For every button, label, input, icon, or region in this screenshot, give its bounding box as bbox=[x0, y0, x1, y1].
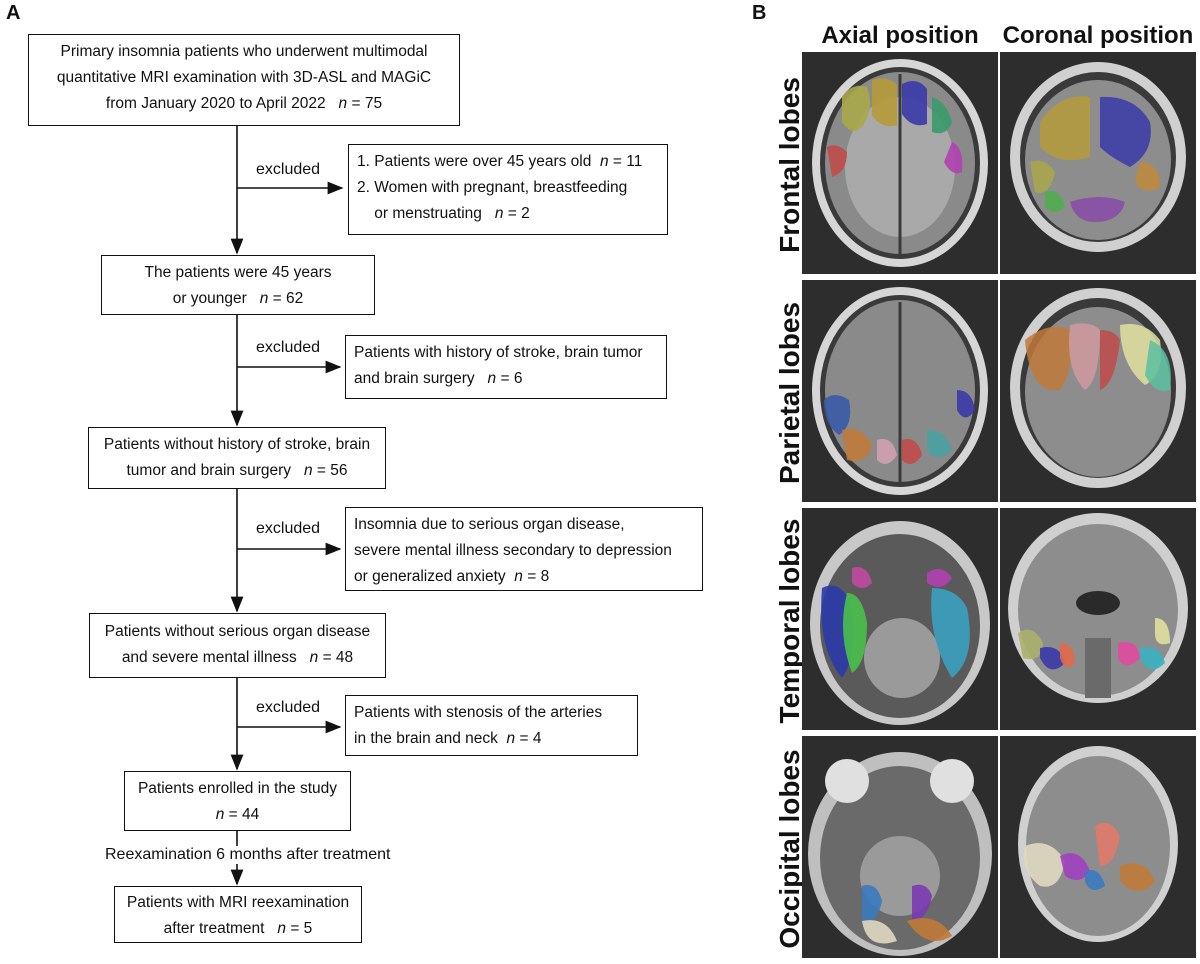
exclusion-box-4: Patients with stenosis of the arteries i… bbox=[345, 695, 638, 756]
step-6-n-value: = 5 bbox=[286, 920, 313, 937]
exclusion-2-n-label: n bbox=[487, 370, 497, 387]
exclusion-1-n-value-2: = 2 bbox=[503, 205, 530, 222]
mri-frontal-axial bbox=[802, 52, 998, 274]
panel-a-letter: A bbox=[6, 2, 21, 24]
step-6-line-2: after treatment bbox=[163, 920, 265, 937]
step-6-n-label: n bbox=[277, 920, 287, 937]
mri-parietal-axial bbox=[802, 280, 998, 502]
exclusion-1-n-label-2: n bbox=[494, 205, 504, 222]
exclusion-3-n-label: n bbox=[514, 568, 523, 585]
exclusion-3-line-1: Insomnia due to serious organ disease, bbox=[354, 516, 625, 533]
step-1-line-2: quantitative MRI examination with 3D-ASL… bbox=[56, 69, 432, 86]
mri-frontal-coronal bbox=[1000, 52, 1196, 274]
step-3-n-label: n bbox=[303, 462, 313, 479]
step-1-line-3: from January 2020 to April 2022 bbox=[105, 95, 326, 112]
step-4-n-label: n bbox=[309, 649, 319, 666]
step-5-n-value: = 44 bbox=[224, 806, 260, 823]
exclusion-1-line-1: 1. Patients were over 45 years old bbox=[357, 153, 592, 170]
exclusion-1-line-3: or menstruating bbox=[357, 205, 482, 222]
step-1-line-1: Primary insomnia patients who underwent … bbox=[60, 43, 428, 60]
exclusion-box-2: Patients with history of stroke, brain t… bbox=[345, 335, 667, 399]
flow-step-5: Patients enrolled in the study n = 44 bbox=[124, 771, 351, 831]
flow-step-2: The patients were 45 years or younger n … bbox=[101, 255, 375, 315]
step-3-line-1: Patients without history of stroke, brai… bbox=[103, 436, 371, 453]
exclusion-1-line-2: 2. Women with pregnant, breastfeeding bbox=[357, 179, 628, 196]
step-5-n-label: n bbox=[215, 806, 225, 823]
flow-step-3: Patients without history of stroke, brai… bbox=[88, 427, 386, 489]
reexam-label: Reexamination 6 months after treatment bbox=[103, 846, 393, 864]
step-1-n-label: n bbox=[338, 95, 348, 112]
exclusion-4-line-2: in the brain and neck bbox=[354, 730, 498, 747]
exclusion-box-3: Insomnia due to serious organ disease, s… bbox=[345, 507, 703, 591]
exclusion-4-n-label: n bbox=[506, 730, 516, 747]
exclusion-1-n-label-1: n bbox=[599, 153, 609, 170]
column-header-coronal: Coronal position bbox=[1002, 22, 1194, 49]
step-5-line-1: Patients enrolled in the study bbox=[137, 780, 338, 797]
step-4-line-2: and severe mental illness bbox=[121, 649, 297, 666]
step-2-line-1: The patients were 45 years bbox=[144, 264, 332, 281]
step-3-n-value: = 56 bbox=[312, 462, 348, 479]
excluded-label-2: excluded bbox=[256, 339, 321, 356]
exclusion-box-1: 1. Patients were over 45 years old n = 1… bbox=[348, 144, 668, 235]
step-4-n-value: = 48 bbox=[318, 649, 354, 666]
flow-step-1: Primary insomnia patients who underwent … bbox=[28, 34, 460, 126]
step-2-line-2: or younger bbox=[172, 290, 247, 307]
mri-occipital-axial bbox=[802, 736, 998, 958]
step-4-line-1: Patients without serious organ disease bbox=[104, 623, 371, 640]
exclusion-2-line-2: and brain surgery bbox=[354, 370, 475, 387]
mri-parietal-coronal bbox=[1000, 280, 1196, 502]
exclusion-3-line-3: or generalized anxiety bbox=[354, 568, 506, 585]
exclusion-1-n-value-1: = 11 bbox=[608, 153, 643, 170]
exclusion-4-n-value: = 4 bbox=[515, 730, 542, 747]
exclusion-4-line-1: Patients with stenosis of the arteries bbox=[354, 704, 603, 721]
mri-temporal-coronal bbox=[1000, 508, 1196, 730]
mri-temporal-axial bbox=[802, 508, 998, 730]
flow-step-4: Patients without serious organ disease a… bbox=[89, 613, 386, 678]
exclusion-2-n-value: = 6 bbox=[496, 370, 523, 387]
exclusion-3-n-value: = 8 bbox=[522, 568, 550, 585]
flow-step-6: Patients with MRI reexamination after tr… bbox=[114, 886, 362, 943]
excluded-label-4: excluded bbox=[256, 699, 321, 716]
excluded-label-3: excluded bbox=[256, 520, 321, 537]
panel-b-letter: B bbox=[752, 2, 767, 24]
mri-occipital-coronal bbox=[1000, 736, 1196, 958]
column-header-axial: Axial position bbox=[821, 22, 979, 49]
exclusion-2-line-1: Patients with history of stroke, brain t… bbox=[354, 344, 643, 361]
exclusion-3-line-2: severe mental illness secondary to depre… bbox=[354, 542, 672, 559]
step-1-n-value: = 75 bbox=[347, 95, 383, 112]
step-3-line-2: tumor and brain surgery bbox=[126, 462, 292, 479]
step-6-line-1: Patients with MRI reexamination bbox=[126, 894, 350, 911]
step-2-n-label: n bbox=[259, 290, 269, 307]
step-2-n-value: = 62 bbox=[268, 290, 304, 307]
excluded-label-1: excluded bbox=[256, 161, 321, 178]
